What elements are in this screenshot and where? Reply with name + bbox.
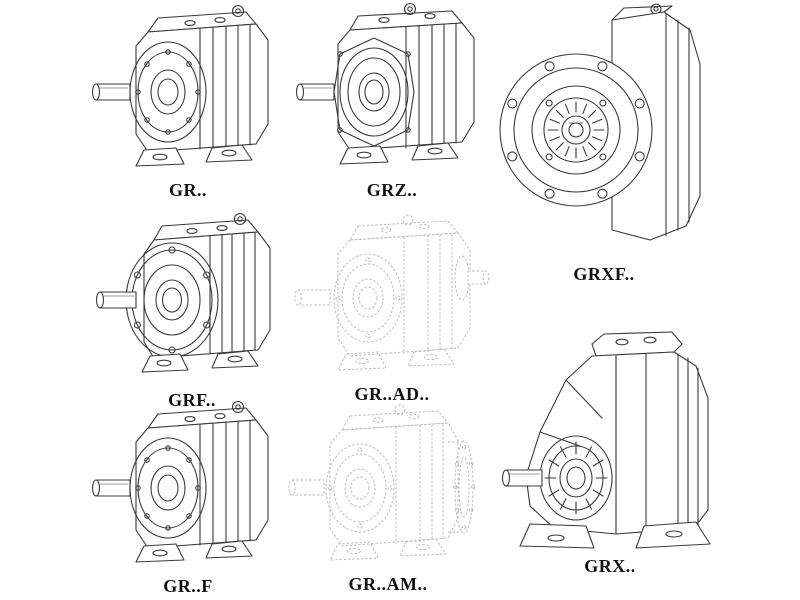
gearbox-iso-drawing-gr bbox=[88, 2, 288, 178]
product-cell-grxf: GRXF.. bbox=[492, 0, 716, 285]
product-label-gr-ad: GR..AD.. bbox=[354, 384, 430, 404]
gr-drawing bbox=[91, 4, 269, 167]
gearbox-flange-drawing-grf bbox=[92, 208, 292, 388]
gearbox-iso-drawing-grz bbox=[292, 2, 492, 178]
product-label-gr-am: GR..AM.. bbox=[348, 574, 428, 594]
gr-ad-drawing bbox=[294, 214, 490, 371]
gearbox-light-drawing-gr-am bbox=[288, 402, 488, 572]
grf-drawing bbox=[95, 212, 271, 373]
gr-am-drawing bbox=[288, 404, 476, 561]
product-label-gr: GR.. bbox=[169, 180, 207, 200]
gearbox-flange-drawing-grxf bbox=[494, 0, 714, 262]
product-cell-grf: GRF.. bbox=[92, 208, 292, 411]
product-cell-gr-ad: GR..AD.. bbox=[292, 212, 492, 405]
product-label-grz: GRZ.. bbox=[366, 180, 418, 200]
gearbox-iso-drawing-grx bbox=[496, 302, 724, 554]
product-label-grxf: GRXF.. bbox=[573, 264, 635, 284]
product-cell-gr-am: GR..AM.. bbox=[288, 402, 488, 595]
product-label-grf: GRF.. bbox=[168, 390, 216, 410]
product-cell-grx: GRX.. bbox=[496, 302, 724, 577]
gearbox-iso-drawing-gr-f bbox=[88, 398, 288, 574]
product-cell-gr-f: GR..F bbox=[88, 398, 288, 597]
grz-drawing bbox=[295, 2, 475, 165]
grx-drawing bbox=[501, 331, 711, 549]
product-label-gr-f: GR..F bbox=[163, 576, 213, 596]
gearbox-light-drawing-gr-ad bbox=[292, 212, 492, 382]
product-cell-gr: GR.. bbox=[88, 2, 288, 201]
grxf-drawing bbox=[499, 3, 701, 241]
gr-f-drawing bbox=[91, 400, 269, 563]
product-cell-grz: GRZ.. bbox=[292, 2, 492, 201]
product-label-grx: GRX.. bbox=[584, 556, 636, 576]
